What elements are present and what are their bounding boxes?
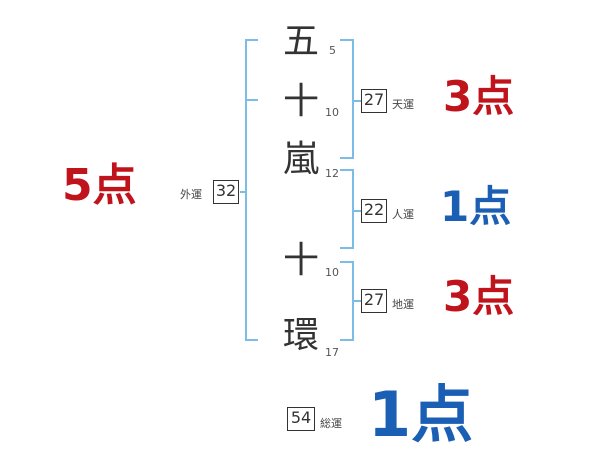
gaiun-score: 5点 [62, 160, 137, 211]
gaiun-value-box: 32 [213, 180, 239, 204]
jinun-bracket [340, 169, 354, 249]
name-char-3: 嵐 [283, 139, 320, 180]
tenun-label: 天運 [392, 98, 414, 111]
tenun-score: 3点 [443, 72, 515, 121]
chiun-label: 地運 [392, 298, 414, 311]
stroke-count-4: 10 [325, 266, 339, 279]
stroke-count-1: 5 [329, 44, 336, 57]
name-char-5: 環 [283, 315, 320, 356]
jinun-value-box: 22 [361, 199, 387, 223]
stroke-count-2: 10 [325, 106, 339, 119]
stroke-count-5: 17 [325, 346, 339, 359]
chiun-score: 3点 [443, 272, 515, 321]
chiun-value-box: 27 [361, 289, 387, 313]
stroke-count-3: 12 [325, 167, 339, 180]
outer-bracket [245, 39, 258, 341]
jinun-label: 人運 [392, 208, 414, 221]
name-char-4: 十 [283, 240, 320, 281]
name-char-2: 十 [283, 81, 320, 122]
souun-score: 1点 [368, 378, 474, 451]
name-char-1: 五 [283, 21, 320, 62]
tenun-bracket [340, 39, 354, 159]
tenun-value-box: 27 [361, 89, 387, 113]
souun-label: 総運 [320, 417, 342, 430]
chiun-bracket [340, 261, 354, 341]
gaiun-label: 外運 [180, 188, 202, 201]
souun-value-box: 54 [287, 407, 315, 431]
jinun-score: 1点 [440, 182, 512, 231]
